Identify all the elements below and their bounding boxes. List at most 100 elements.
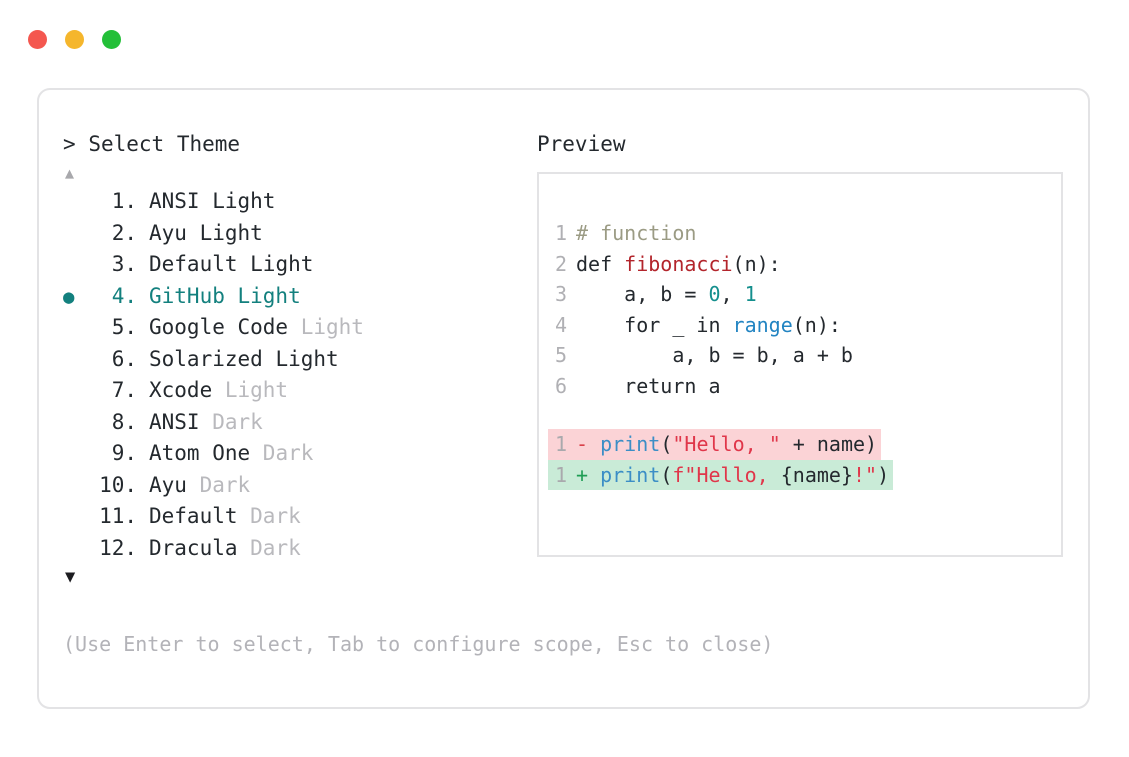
bullet-placeholder bbox=[63, 534, 91, 565]
code-line: 3 a, b = 0, 1 bbox=[548, 279, 757, 310]
code-line: 2 def fibonacci(n): bbox=[548, 249, 781, 280]
code-token: def bbox=[576, 251, 625, 276]
theme-item-number: 4. bbox=[111, 283, 137, 308]
theme-list-item[interactable]: 9.Atom One Dark bbox=[63, 438, 533, 470]
theme-list-item[interactable]: 10.Ayu Dark bbox=[63, 470, 533, 502]
theme-list-item[interactable]: 1. ANSI Light bbox=[63, 186, 533, 218]
theme-item-number: 6. bbox=[111, 346, 137, 371]
theme-list-item[interactable]: 11. Default Dark bbox=[63, 501, 533, 533]
theme-item-number: 8. bbox=[111, 409, 137, 434]
code-token: 1 bbox=[744, 282, 757, 306]
code-token: ( bbox=[660, 432, 673, 456]
theme-item-variant: Light bbox=[288, 315, 364, 339]
code-token: (n): bbox=[792, 312, 841, 337]
theme-list: 1.ANSI Light 2.Ayu Light 3.Default Light… bbox=[63, 186, 533, 564]
bullet-placeholder bbox=[63, 187, 91, 218]
theme-item-variant: Dark bbox=[237, 504, 301, 528]
theme-list-item[interactable]: 3.Default Light bbox=[63, 249, 533, 281]
prompt-caret-icon: > bbox=[63, 132, 76, 156]
theme-item-name: Solarized bbox=[149, 346, 263, 371]
theme-item-name: Xcode bbox=[149, 378, 213, 402]
theme-item-number: 1. bbox=[111, 189, 137, 213]
code-token: !" bbox=[852, 462, 878, 487]
code-line: 6 return a bbox=[548, 371, 721, 402]
theme-item-variant: Light bbox=[212, 378, 289, 402]
code-line-number: 3 bbox=[554, 282, 567, 306]
theme-item-variant: Light bbox=[224, 283, 301, 308]
diff-marker: + bbox=[576, 462, 601, 487]
bullet-placeholder bbox=[63, 502, 91, 533]
theme-item-variant: Light bbox=[186, 220, 263, 245]
code-token: ) bbox=[877, 462, 890, 487]
scroll-down-icon[interactable]: ▼ bbox=[65, 567, 76, 587]
code-token: f"Hello, bbox=[672, 462, 781, 487]
theme-item-name: Ayu bbox=[149, 220, 187, 245]
theme-item-name: Dracula bbox=[149, 535, 238, 560]
theme-list-item[interactable]: 2. Ayu Light bbox=[63, 218, 533, 250]
code-token: 0 bbox=[708, 282, 721, 306]
code-diff-line: 1+ print(f"Hello, {name}!") bbox=[548, 459, 894, 490]
code-token: + name) bbox=[780, 432, 878, 456]
bullet-placeholder bbox=[63, 313, 91, 344]
code-token: {name} bbox=[780, 462, 853, 487]
window-close-button[interactable] bbox=[28, 30, 47, 49]
code-line-number: 5 bbox=[554, 343, 567, 367]
theme-list-item[interactable]: 5. Google Code Light bbox=[63, 312, 533, 344]
theme-list-item[interactable]: ●4.GitHub Light bbox=[63, 281, 533, 313]
bullet-placeholder bbox=[63, 439, 91, 470]
code-line: 5 a, b = b, a + b bbox=[548, 340, 853, 371]
bullet-placeholder bbox=[63, 376, 91, 407]
theme-item-variant: Light bbox=[199, 189, 276, 213]
code-spacer bbox=[548, 401, 1061, 429]
theme-list-item[interactable]: 12.Dracula Dark bbox=[63, 533, 533, 565]
bullet-placeholder bbox=[63, 471, 91, 502]
theme-item-variant: Light bbox=[237, 252, 314, 276]
keyboard-hint: (Use Enter to select, Tab to configure s… bbox=[63, 632, 774, 656]
theme-item-name: Default bbox=[149, 504, 238, 528]
window-minimize-button[interactable] bbox=[65, 30, 84, 49]
theme-item-number: 7. bbox=[111, 378, 137, 402]
theme-item-number: 2. bbox=[111, 220, 137, 245]
theme-item-name: Ayu bbox=[149, 472, 187, 497]
code-token: (n): bbox=[732, 251, 781, 276]
scroll-up-icon[interactable]: ▲ bbox=[65, 164, 75, 182]
bullet-placeholder bbox=[63, 408, 91, 439]
code-token: # function bbox=[576, 221, 697, 245]
bullet-placeholder bbox=[63, 219, 91, 250]
window-traffic-lights bbox=[28, 30, 121, 49]
theme-item-name: Google Code bbox=[149, 315, 289, 339]
theme-list-item[interactable]: 7. Xcode Light bbox=[63, 375, 533, 407]
theme-item-number: 10. bbox=[99, 472, 137, 497]
code-line: 1 # function bbox=[548, 218, 696, 249]
code-token: ( bbox=[660, 462, 673, 487]
theme-item-name: Atom One bbox=[149, 441, 251, 465]
preview-label: Preview bbox=[537, 132, 626, 156]
code-token: , bbox=[720, 282, 745, 306]
theme-item-variant: Dark bbox=[250, 441, 314, 465]
theme-item-name: ANSI bbox=[149, 189, 200, 213]
code-token: fibonacci bbox=[624, 251, 733, 276]
code-token: print bbox=[600, 432, 661, 456]
bullet-placeholder bbox=[63, 345, 91, 376]
code-token: return a bbox=[576, 373, 721, 398]
code-diff-line: 1- print("Hello, " + name) bbox=[548, 429, 882, 460]
code-token: print bbox=[600, 462, 661, 487]
prompt-row: > Select Theme bbox=[63, 130, 533, 158]
theme-list-item[interactable]: 8.ANSI Dark bbox=[63, 407, 533, 439]
code-line-number: 4 bbox=[554, 312, 567, 337]
code-token: for _ in bbox=[576, 312, 733, 337]
code-line-number: 2 bbox=[554, 251, 567, 276]
window-maximize-button[interactable] bbox=[102, 30, 121, 49]
theme-item-number: 11. bbox=[99, 504, 137, 528]
theme-list-item[interactable]: 6. Solarized Light bbox=[63, 344, 533, 376]
theme-item-variant: Light bbox=[262, 346, 339, 371]
theme-item-number: 3. bbox=[111, 252, 137, 276]
code-line-number: 1 bbox=[554, 221, 567, 245]
theme-item-number: 12. bbox=[99, 535, 137, 560]
page-title bbox=[76, 132, 89, 156]
theme-item-number: 5. bbox=[111, 315, 137, 339]
code-token: "Hello, " bbox=[672, 432, 781, 456]
